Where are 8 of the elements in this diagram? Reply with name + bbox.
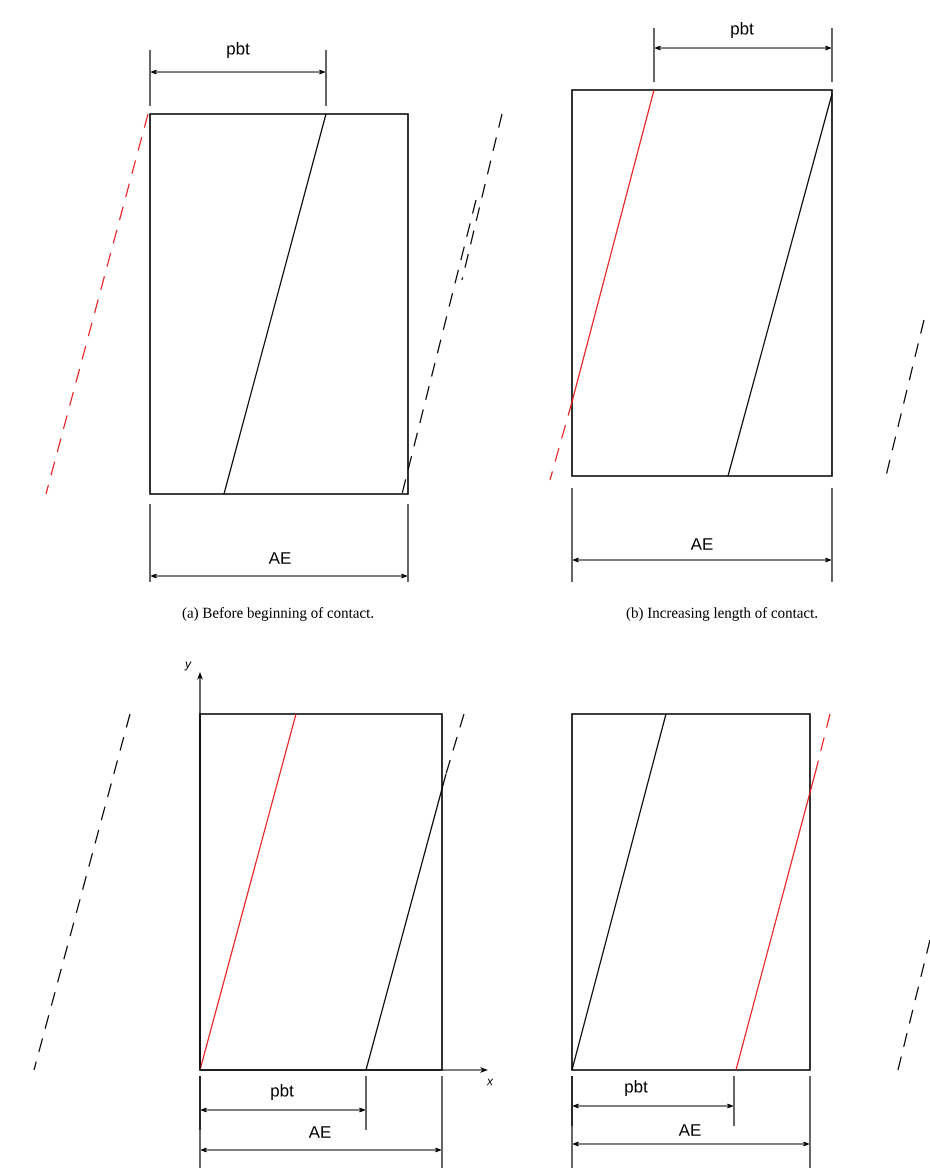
dimension-label: pbt [731, 22, 754, 38]
dimension-label: AE [308, 1126, 331, 1138]
dimension-label: pbt [227, 42, 250, 58]
dimension-label: AE [268, 552, 291, 564]
dimension-label: pbt [625, 1080, 648, 1096]
dimension-label: pbt [271, 1084, 294, 1100]
dimension-label: AE [690, 538, 713, 550]
dimension-label: AE [678, 1124, 701, 1136]
